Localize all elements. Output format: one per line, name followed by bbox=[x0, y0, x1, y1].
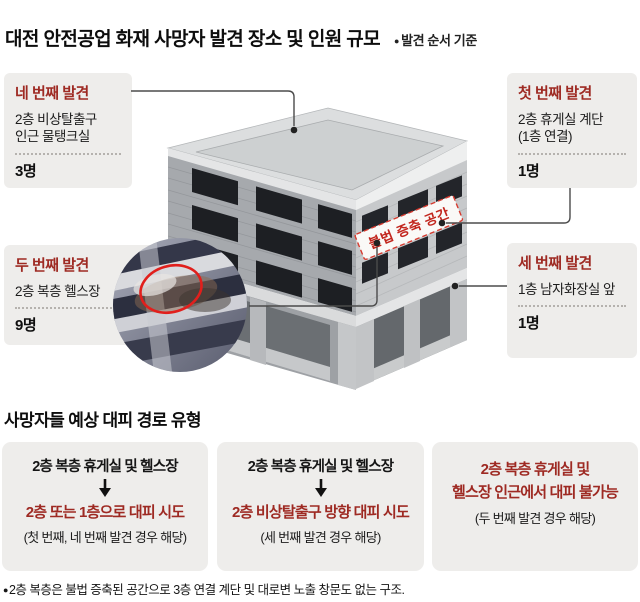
banner-frame bbox=[354, 195, 464, 261]
roof-surface bbox=[195, 119, 445, 191]
leader-line-first bbox=[446, 188, 571, 224]
route-note: (첫 번째, 네 번째 발견 경우 해당) bbox=[23, 530, 187, 546]
callout-third-discovery: 세 번째 발견 1층 남자화장실 앞 1명 bbox=[507, 243, 637, 358]
marker-dot-first-floor bbox=[451, 282, 459, 290]
dotted-divider bbox=[518, 305, 626, 308]
parapet-right bbox=[356, 141, 467, 210]
victim-count: 1명 bbox=[518, 315, 540, 333]
roof-rim bbox=[166, 107, 469, 201]
callout-location: 1층 남자화장실 앞 bbox=[518, 282, 615, 297]
footnote: ●2층 복층은 불법 증축된 공간으로 3층 연결 계단 및 대로변 노출 창문… bbox=[3, 579, 405, 598]
illegal-extension-banner: 불법 증축 공간 bbox=[354, 195, 464, 261]
banner-label: 불법 증축 공간 bbox=[366, 204, 452, 251]
callout-title: 첫 번째 발견 bbox=[518, 85, 592, 102]
header: 대전 안전공업 화재 사망자 발견 장소 및 인원 규모 ●발견 순서 기준 bbox=[5, 24, 477, 51]
left-wall-siding bbox=[168, 166, 356, 313]
callout-location: 2층 비상탈출구 인근 물탱크실 bbox=[15, 112, 97, 145]
bullet-icon: ● bbox=[394, 36, 400, 46]
down-arrow-icon bbox=[2, 479, 208, 499]
footnote-text: 2층 복층은 불법 증축된 공간으로 3층 연결 계단 및 대로변 노출 창문도… bbox=[8, 583, 405, 597]
down-arrow-icon bbox=[217, 479, 424, 499]
marker-dot-gym bbox=[373, 239, 381, 247]
slab-left bbox=[168, 262, 356, 327]
right-wall bbox=[356, 160, 467, 316]
callout-second-discovery: 두 번째 발견 2층 복층 헬스장 9명 bbox=[4, 245, 162, 345]
pilotis-right bbox=[356, 279, 467, 389]
route-note: (세 번째 발견 경우 해당) bbox=[260, 530, 381, 546]
route-card-3: 2층 복층 휴게실 및 헬스장 인근에서 대피 불가능 (두 번째 발견 경우 … bbox=[432, 442, 638, 571]
route-note: (두 번째 발견 경우 해당) bbox=[474, 510, 596, 526]
left-windows bbox=[192, 168, 352, 312]
marker-dots bbox=[290, 126, 459, 290]
dotted-divider bbox=[518, 152, 626, 155]
legend-text: 발견 순서 기준 bbox=[401, 33, 477, 48]
victim-count: 9명 bbox=[15, 317, 37, 335]
victim-count: 1명 bbox=[518, 162, 540, 180]
leader-line-second bbox=[249, 247, 378, 307]
marker-dot-extension bbox=[438, 219, 446, 227]
route-result: 2층 복층 휴게실 및 헬스장 인근에서 대피 불가능 bbox=[451, 461, 619, 502]
callout-location: 2층 복층 헬스장 bbox=[15, 284, 101, 299]
marker-dot-roof bbox=[290, 126, 298, 134]
page-title: 대전 안전공업 화재 사망자 발견 장소 및 인원 규모 bbox=[5, 29, 381, 50]
dotted-divider bbox=[15, 307, 151, 310]
bullet-icon: ● bbox=[3, 585, 8, 595]
legend: ●발견 순서 기준 bbox=[394, 30, 477, 49]
leader-line-fourth bbox=[131, 90, 295, 126]
right-windows bbox=[362, 175, 462, 284]
route-card-2: 2층 복층 휴게실 및 헬스장 2층 비상탈출구 방향 대피 시도 (세 번째 … bbox=[217, 442, 424, 571]
slab-right bbox=[356, 268, 467, 327]
callout-title: 두 번째 발견 bbox=[15, 257, 89, 274]
callout-first-discovery: 첫 번째 발견 2층 휴게실 계단 (1층 연결) 1명 bbox=[507, 73, 637, 188]
route-card-1: 2층 복층 휴게실 및 헬스장 2층 또는 1층으로 대피 시도 (첫 번째, … bbox=[2, 442, 208, 571]
leader-lines bbox=[131, 90, 571, 307]
route-from: 2층 복층 휴게실 및 헬스장 bbox=[32, 459, 178, 475]
victim-count: 3명 bbox=[15, 162, 37, 180]
callout-location: 2층 휴게실 계단 (1층 연결) bbox=[518, 112, 604, 145]
callout-fourth-discovery: 네 번째 발견 2층 비상탈출구 인근 물탱크실 3명 bbox=[4, 73, 132, 188]
route-result: 2층 또는 1층으로 대피 시도 bbox=[25, 504, 185, 521]
building-3d: 불법 증축 공간 bbox=[166, 107, 469, 390]
dotted-divider bbox=[15, 152, 121, 155]
left-wall bbox=[168, 156, 356, 316]
right-wall-siding bbox=[356, 171, 467, 307]
parapet-left bbox=[168, 148, 356, 210]
route-from: 2층 복층 휴게실 및 헬스장 bbox=[247, 459, 394, 475]
callout-title: 세 번째 발견 bbox=[518, 255, 592, 272]
route-result: 2층 비상탈출구 방향 대피 시도 bbox=[231, 504, 410, 521]
section-heading: 사망자들 예상 대피 경로 유형 bbox=[4, 411, 202, 430]
callout-title: 네 번째 발견 bbox=[15, 85, 89, 102]
pilotis-left bbox=[168, 273, 356, 390]
